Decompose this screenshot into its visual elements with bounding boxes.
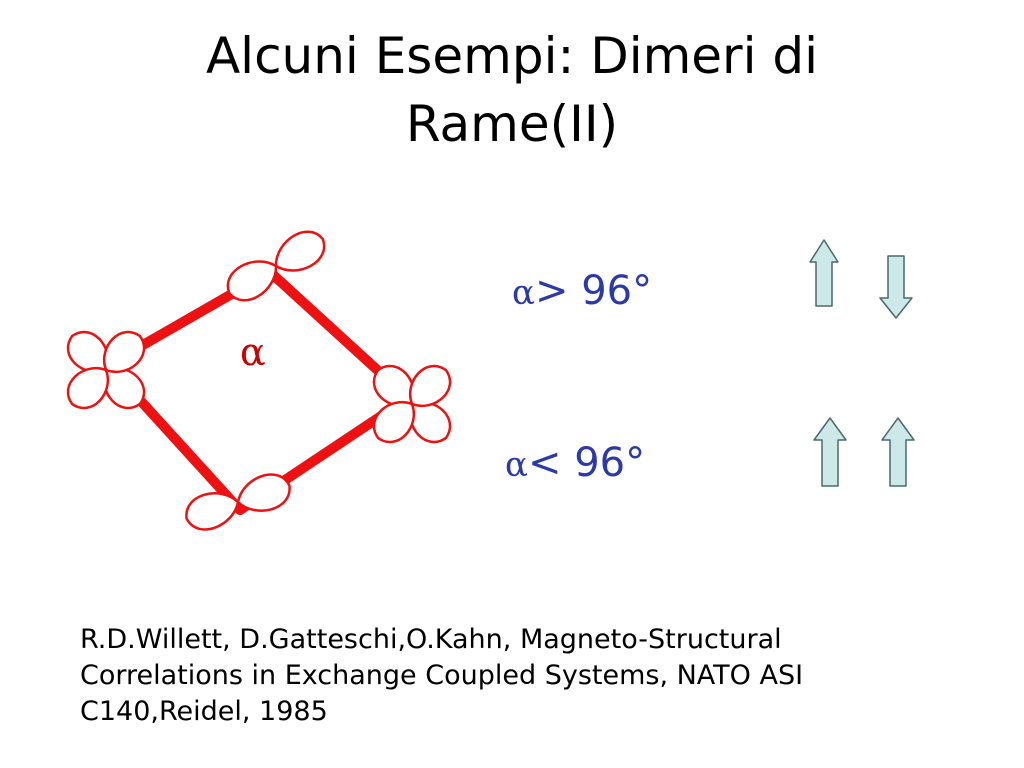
- condition-less: α< 96°: [505, 440, 645, 486]
- alpha-symbol: α: [505, 445, 528, 485]
- condition-less-text: < 96°: [527, 440, 646, 486]
- reference-line-1: R.D.Willett, D.Gatteschi,O.Kahn, Magneto…: [80, 624, 782, 655]
- condition-greater-text: > 96°: [534, 268, 653, 314]
- reference-line-2: Correlations in Exchange Coupled Systems…: [80, 660, 804, 691]
- lobe: [66, 367, 109, 410]
- bonds: [103, 267, 413, 515]
- orbital-d-right: [372, 364, 452, 444]
- up-arrow-icon: [809, 239, 839, 307]
- down-arrow-icon: [879, 255, 913, 319]
- lobe: [274, 230, 326, 272]
- slide-title: Alcuni Esempi: Dimeri di Rame(II): [0, 22, 1024, 158]
- orbital-d-left: [66, 330, 146, 410]
- lobe: [236, 473, 291, 512]
- reference-citation: R.D.Willett, D.Gatteschi,O.Kahn, Magneto…: [80, 622, 980, 730]
- up-arrow-icon: [813, 417, 847, 487]
- condition-greater: α> 96°: [512, 268, 652, 314]
- angle-alpha-label: α: [240, 330, 266, 374]
- lobe: [185, 492, 240, 531]
- title-line-2: Rame(II): [405, 95, 619, 153]
- orbital-p-bottom: [185, 473, 291, 531]
- lobe: [372, 401, 415, 444]
- alpha-symbol: α: [512, 273, 535, 313]
- title-line-1: Alcuni Esempi: Dimeri di: [205, 27, 819, 85]
- reference-line-3: C140,Reidel, 1985: [80, 696, 328, 727]
- orbital-p-top: [226, 230, 326, 302]
- lobe: [103, 330, 146, 373]
- lobe: [226, 260, 278, 302]
- up-arrow-icon: [881, 417, 915, 487]
- lobe: [409, 364, 452, 407]
